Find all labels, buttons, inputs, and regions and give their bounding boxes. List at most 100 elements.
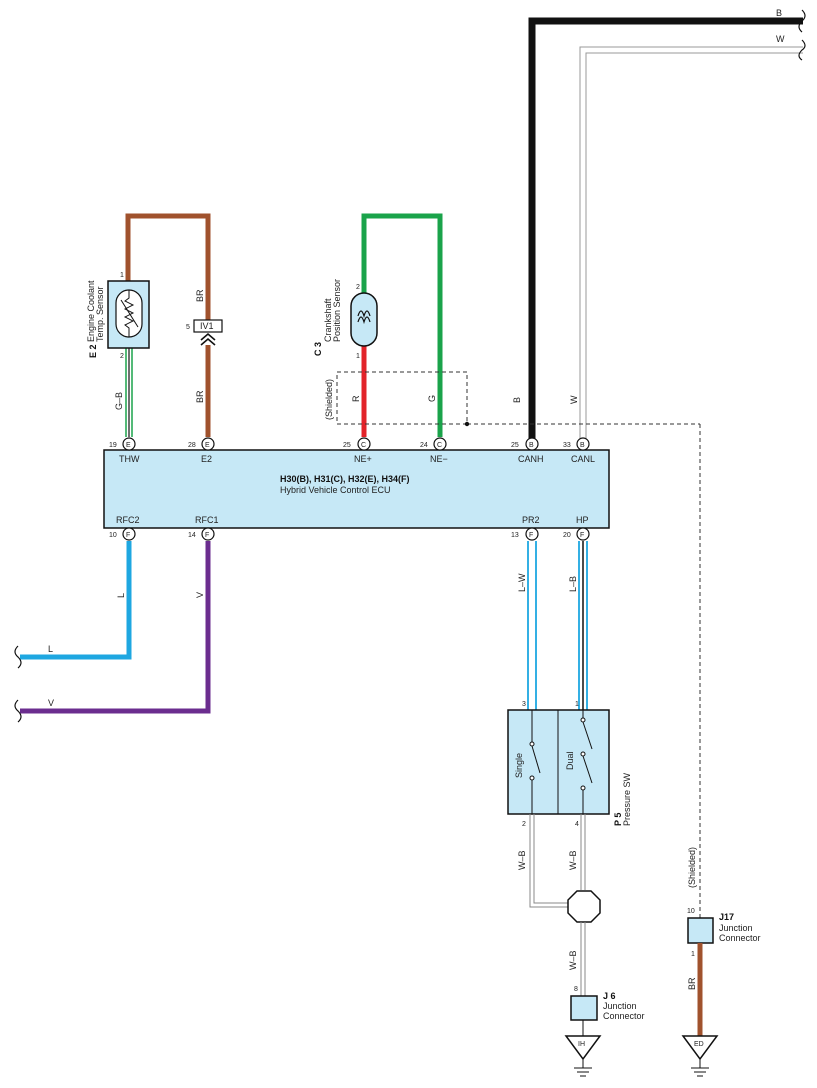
ground-ed-label: ED <box>694 1041 704 1048</box>
ecu-box <box>103 449 610 529</box>
wire-label-br-j17: BR <box>687 977 697 990</box>
wire-br-loop <box>125 213 211 320</box>
svg-text:PR2: PR2 <box>522 515 540 525</box>
coolant-pin-top: 1 <box>120 272 124 279</box>
svg-text:HP: HP <box>576 515 589 525</box>
svg-text:C: C <box>437 442 442 449</box>
svg-text:24: 24 <box>420 442 428 449</box>
pressure-sw-pin3: 3 <box>522 701 526 708</box>
j17-line1: Junction <box>719 923 753 933</box>
coolant-sensor-line2: Temp. Sensor <box>95 286 105 342</box>
svg-text:28: 28 <box>188 442 196 449</box>
wire-label-v-vertical: V <box>195 592 205 598</box>
svg-text:10: 10 <box>109 532 117 539</box>
ecu-pin-thw: E 19 THW <box>109 437 140 464</box>
svg-text:20: 20 <box>563 532 571 539</box>
svg-text:25: 25 <box>343 442 351 449</box>
iv1-label: IV1 <box>200 321 214 331</box>
crank-pin-bottom: 1 <box>356 353 360 360</box>
svg-text:13: 13 <box>511 532 519 539</box>
ecu-name: Hybrid Vehicle Control ECU <box>280 485 391 495</box>
svg-text:25: 25 <box>511 442 519 449</box>
wire-label-wb-j6: W–B <box>568 950 578 970</box>
wire-g-loop <box>361 213 443 437</box>
wire-label-v-horizontal: V <box>48 698 54 708</box>
j17-line2: Connector <box>719 933 761 943</box>
wire-wb-to-j6 <box>580 922 586 996</box>
wire-can-b <box>528 9 806 445</box>
wire-gb <box>125 348 133 437</box>
ground-ih-label: IH <box>578 1041 585 1048</box>
pressure-sw-single: Single <box>514 753 524 778</box>
ecu-pin-ne-minus: C 24 NE− <box>420 437 448 464</box>
shield-label-left: (Shielded) <box>324 379 334 420</box>
wire-label-b: B <box>512 397 522 403</box>
svg-text:CANL: CANL <box>571 454 595 464</box>
wire-label-wb-single: W–B <box>517 850 527 870</box>
wire-label-l-horizontal: L <box>48 644 53 654</box>
pressure-sw-code: P 5 <box>613 813 623 826</box>
wire-l <box>20 541 132 660</box>
pressure-sw-pin2: 2 <box>522 821 526 828</box>
wire-label-r: R <box>351 395 361 402</box>
wire-label-lb: L–B <box>568 576 578 592</box>
ecu-pin-canl: B 33 CANL <box>563 437 595 464</box>
j6-connector <box>570 995 598 1021</box>
crank-pin-top: 2 <box>356 284 360 291</box>
pressure-sw-name: Pressure SW <box>622 772 632 826</box>
j17-connector <box>687 917 714 944</box>
pressure-sw-pin4: 4 <box>575 821 579 828</box>
wire-label-w-top: W <box>776 34 785 44</box>
wire-wb-dual <box>580 814 586 890</box>
svg-text:F: F <box>580 532 584 539</box>
ground-ih <box>564 1035 602 1077</box>
svg-text:CANH: CANH <box>518 454 544 464</box>
shield <box>336 371 701 918</box>
ground-ed <box>681 1035 719 1077</box>
iv1-connector <box>193 319 223 346</box>
svg-text:NE−: NE− <box>430 454 448 464</box>
j17-pin-bottom: 1 <box>691 951 695 958</box>
svg-text:E2: E2 <box>201 454 212 464</box>
wire-label-b-top: B <box>776 8 782 18</box>
svg-text:NE+: NE+ <box>354 454 372 464</box>
svg-text:33: 33 <box>563 442 571 449</box>
crank-sensor-line2: Position Sensor <box>332 279 342 342</box>
j17-pin-top: 10 <box>687 908 695 915</box>
ecu-pin-rfc2: RFC2 F 10 <box>109 515 140 541</box>
svg-text:F: F <box>205 532 209 539</box>
crank-sensor-line1: Crankshaft <box>323 298 333 342</box>
wire-label-br-upper: BR <box>195 289 205 302</box>
ecu-pin-hp: HP F 20 <box>563 515 590 541</box>
wire-l-break <box>14 645 22 669</box>
j6-line1: Junction <box>603 1001 637 1011</box>
coolant-pin-bottom: 2 <box>120 353 124 360</box>
shield-label-right: (Shielded) <box>687 847 697 888</box>
svg-text:RFC1: RFC1 <box>195 515 219 525</box>
wire-v <box>20 541 211 714</box>
svg-text:B: B <box>580 442 585 449</box>
wire-label-wb-dual: W–B <box>568 850 578 870</box>
wire-label-lw: L–W <box>517 573 527 592</box>
wire-lw <box>527 541 537 710</box>
wire-wb-single <box>529 814 572 908</box>
svg-text:E: E <box>126 442 131 449</box>
j6-line2: Connector <box>603 1011 645 1021</box>
svg-text:19: 19 <box>109 442 117 449</box>
pressure-sw-dual: Dual <box>565 751 575 770</box>
ecu-pin-canh: B 25 CANH <box>511 437 544 464</box>
wire-label-w: W <box>569 395 579 404</box>
ecu-pin-e2: E 28 E2 <box>188 437 215 464</box>
wire-label-br-lower: BR <box>195 390 205 403</box>
svg-text:E: E <box>205 442 210 449</box>
ecu-pin-pr2: PR2 F 13 <box>511 515 540 541</box>
splice-point <box>567 890 601 923</box>
ecu-pin-ne-plus: C 25 NE+ <box>343 437 372 464</box>
iv1-pin: 5 <box>186 324 190 331</box>
coolant-sensor-code: E 2 <box>88 344 98 358</box>
crank-sensor-code: C 3 <box>313 342 323 356</box>
j17-code: J17 <box>719 912 734 922</box>
crankshaft-sensor <box>350 292 378 347</box>
pressure-sw-pin1: 1 <box>575 701 579 708</box>
